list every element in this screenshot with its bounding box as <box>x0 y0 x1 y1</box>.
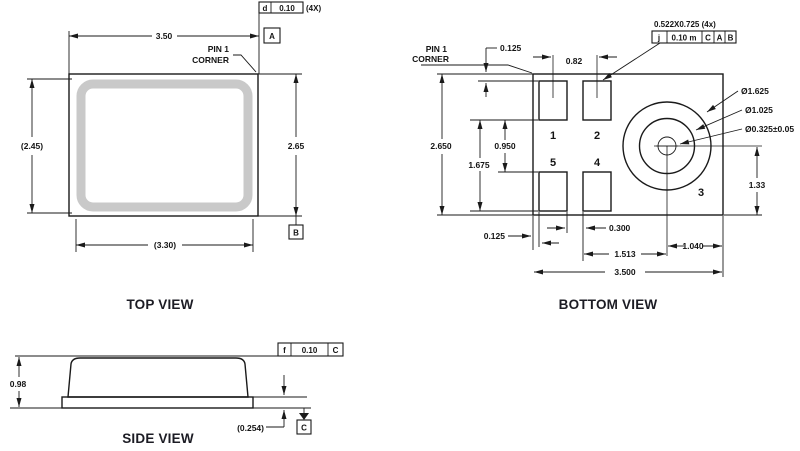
bottom-view-extension-lines <box>437 73 762 277</box>
pin1-callout-top-line1: PIN 1 <box>208 44 230 54</box>
pin-2-number: 2 <box>594 130 600 142</box>
datum-c-triangle <box>299 413 309 420</box>
dim-center-to-edge-label: 1.040 <box>682 241 704 251</box>
dim-pad-inset-left-label: 0.125 <box>484 231 506 241</box>
side-view: f 0.10 C 0.98 (0.254) C <box>10 342 344 446</box>
pin1-callout-bottom-line1: PIN 1 <box>426 44 448 54</box>
lid-seam <box>76 79 253 212</box>
fcf-position-symbol: j <box>657 34 660 43</box>
dim-body-width-label: 3.500 <box>614 267 636 277</box>
dim-lid-height: (2.45) <box>21 79 43 213</box>
top-view: 3.50 d 0.10 (4X) A (2.45) 2.65 <box>21 1 321 312</box>
pin1-callout-top-line2: CORNER <box>192 55 229 65</box>
dim-body-height-label: 2.650 <box>430 141 452 151</box>
pad-1 <box>538 80 568 121</box>
dim-center-to-edge: 1.040 <box>668 241 722 251</box>
datum-b: B <box>288 216 304 240</box>
dim-center-hole-label: Ø0.325±0.05 <box>745 124 794 134</box>
circle-callouts: Ø1.625 Ø1.025 Ø0.325±0.05 <box>679 86 794 145</box>
datum-c-label: C <box>301 424 307 433</box>
top-view-extension-lines <box>27 13 302 252</box>
fcf-position-datum2: A <box>717 34 723 43</box>
dim-overall-width-label: 3.50 <box>156 31 173 41</box>
pin-1-number: 1 <box>550 130 556 142</box>
pin1-callout-bottom: PIN 1 CORNER <box>412 44 533 74</box>
pad-size-note: 0.522X0.725 (4x) <box>654 20 716 29</box>
package-outline-bottom <box>532 73 724 216</box>
fcf-position-tolerance: 0.10 m <box>672 34 697 43</box>
pad-centerlines <box>552 55 762 256</box>
datum-a: A <box>263 27 281 44</box>
datum-c: C <box>296 408 312 435</box>
side-view-title: SIDE VIEW <box>122 431 194 446</box>
base-profile <box>61 396 254 409</box>
pad-4 <box>582 171 612 212</box>
pad-3-inner-circle <box>638 117 696 175</box>
dim-pad-pitch-label: 0.82 <box>566 56 583 66</box>
dim-pad-inset-left: 0.125 <box>484 231 559 246</box>
package-outline-top <box>68 73 259 217</box>
top-view-title: TOP VIEW <box>126 297 193 312</box>
dim-center-to-bottom-label: 1.33 <box>749 180 766 190</box>
datum-b-label: B <box>293 229 299 238</box>
bottom-view: 1 2 5 4 3 PIN 1 CORNER 0.125 0.82 0.522X… <box>412 20 794 312</box>
pin-4-number: 4 <box>594 157 601 169</box>
fcf-flatness-symbol: d <box>263 4 268 13</box>
dim-pad-inset-top: 0.125 <box>483 43 522 97</box>
dim-overall-height-label: 2.65 <box>288 141 305 151</box>
pad-5 <box>538 171 568 212</box>
bottom-view-title: BOTTOM VIEW <box>559 297 658 312</box>
dim-overall-height: 2.65 <box>288 74 305 216</box>
fcf-parallelism-symbol: f <box>283 346 286 355</box>
fcf-position-datum3: B <box>728 34 734 43</box>
side-view-extension-lines <box>10 396 311 409</box>
dim-row-span-label: 1.675 <box>468 160 490 170</box>
dim-lid-height-label: (2.45) <box>21 141 43 151</box>
fcf-parallelism-datum: C <box>333 346 339 355</box>
dim-center-to-bottom: 1.33 <box>749 147 766 215</box>
dim-row-span: 1.675 <box>468 120 490 211</box>
dim-ring-inner-label: Ø1.025 <box>745 105 773 115</box>
lid-profile <box>67 357 249 398</box>
fcf-parallelism: f 0.10 C <box>277 342 344 357</box>
fcf-flatness-count: (4X) <box>306 4 321 13</box>
fcf-position: 0.522X0.725 (4x) j 0.10 m C A B <box>602 20 737 81</box>
dim-pad-to-center: 1.513 <box>584 249 666 259</box>
dim-body-width: 3.500 <box>534 267 722 277</box>
pin-3-number: 3 <box>698 187 704 199</box>
dim-base-thickness: (0.254) <box>237 375 287 433</box>
pad-3-outer-ring <box>622 101 712 191</box>
dim-body-height: 2.650 <box>430 74 452 215</box>
pin1-callout-bottom-line2: CORNER <box>412 54 449 64</box>
pin-5-number: 5 <box>550 157 556 169</box>
dim-row-gap-label: 0.950 <box>494 141 516 151</box>
dim-base-thickness-label: (0.254) <box>237 423 264 433</box>
dim-row-gap: 0.950 <box>494 120 516 172</box>
fcf-flatness-tolerance: 0.10 <box>279 4 295 13</box>
dim-pad-pitch: 0.82 <box>533 54 617 66</box>
dim-pad-inset-top-label: 0.125 <box>500 43 522 53</box>
dim-overall-width: 3.50 <box>69 31 259 41</box>
dim-total-height: 0.98 <box>10 357 27 407</box>
fcf-position-datum1: C <box>705 34 711 43</box>
dim-pad-gap-label: 0.300 <box>609 223 631 233</box>
dim-pad-to-center-label: 1.513 <box>614 249 636 259</box>
pad-2 <box>582 80 612 121</box>
fcf-flatness: d 0.10 (4X) <box>258 1 321 14</box>
dim-pad-gap: 0.300 <box>547 223 631 233</box>
pin1-callout-top: PIN 1 CORNER <box>192 44 257 73</box>
dim-total-height-label: 0.98 <box>10 379 27 389</box>
datum-a-label: A <box>269 32 275 41</box>
dim-lid-width: (3.30) <box>76 240 253 250</box>
fcf-parallelism-tolerance: 0.10 <box>302 346 318 355</box>
dim-lid-width-label: (3.30) <box>154 240 176 250</box>
dim-ring-outer-label: Ø1.625 <box>741 86 769 96</box>
